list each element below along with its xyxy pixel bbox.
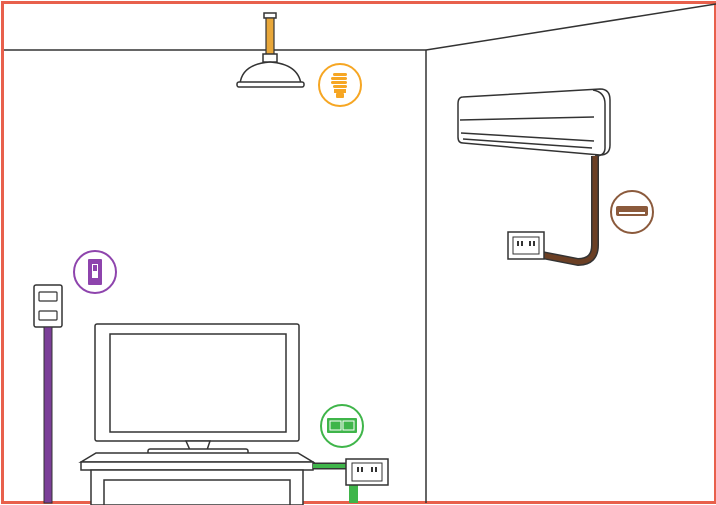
room-walls bbox=[4, 3, 716, 503]
tv-outlet bbox=[345, 458, 389, 486]
tv-wire-vertical bbox=[349, 482, 358, 503]
switch-wire bbox=[43, 326, 53, 504]
ac-vent-line-2 bbox=[460, 132, 595, 142]
ceiling-lamp bbox=[236, 12, 305, 88]
cabinet-top bbox=[78, 452, 316, 463]
wall-switch bbox=[33, 284, 63, 328]
light-badge[interactable] bbox=[318, 63, 362, 107]
switch-badge[interactable] bbox=[73, 250, 117, 294]
ac-vent-line-1 bbox=[459, 116, 595, 121]
lamp-collar bbox=[262, 53, 278, 63]
lamp-shade bbox=[239, 61, 302, 85]
ac-wire-fill bbox=[541, 156, 598, 265]
cabinet-top-edge bbox=[80, 461, 314, 471]
tv-screen bbox=[109, 333, 287, 433]
television bbox=[94, 323, 300, 457]
ceiling-right-line bbox=[425, 3, 716, 51]
lamp-rod bbox=[265, 17, 275, 57]
power-strip-icon bbox=[327, 418, 357, 433]
cfl-bulb-icon bbox=[331, 73, 347, 98]
air-conditioner-icon bbox=[616, 206, 648, 216]
ac-side bbox=[592, 89, 606, 157]
lamp-rim bbox=[236, 81, 305, 88]
cabinet-drawer bbox=[103, 479, 291, 505]
ac-badge[interactable] bbox=[610, 190, 654, 234]
ac-outlet bbox=[507, 231, 545, 260]
lamp-mount bbox=[263, 12, 277, 19]
tv-cabinet bbox=[78, 452, 316, 505]
ac-vent-line-3 bbox=[462, 138, 593, 149]
outlet-badge[interactable] bbox=[320, 404, 364, 448]
air-conditioner bbox=[457, 88, 611, 157]
ac-body bbox=[457, 88, 611, 156]
light-switch-icon bbox=[88, 259, 102, 285]
